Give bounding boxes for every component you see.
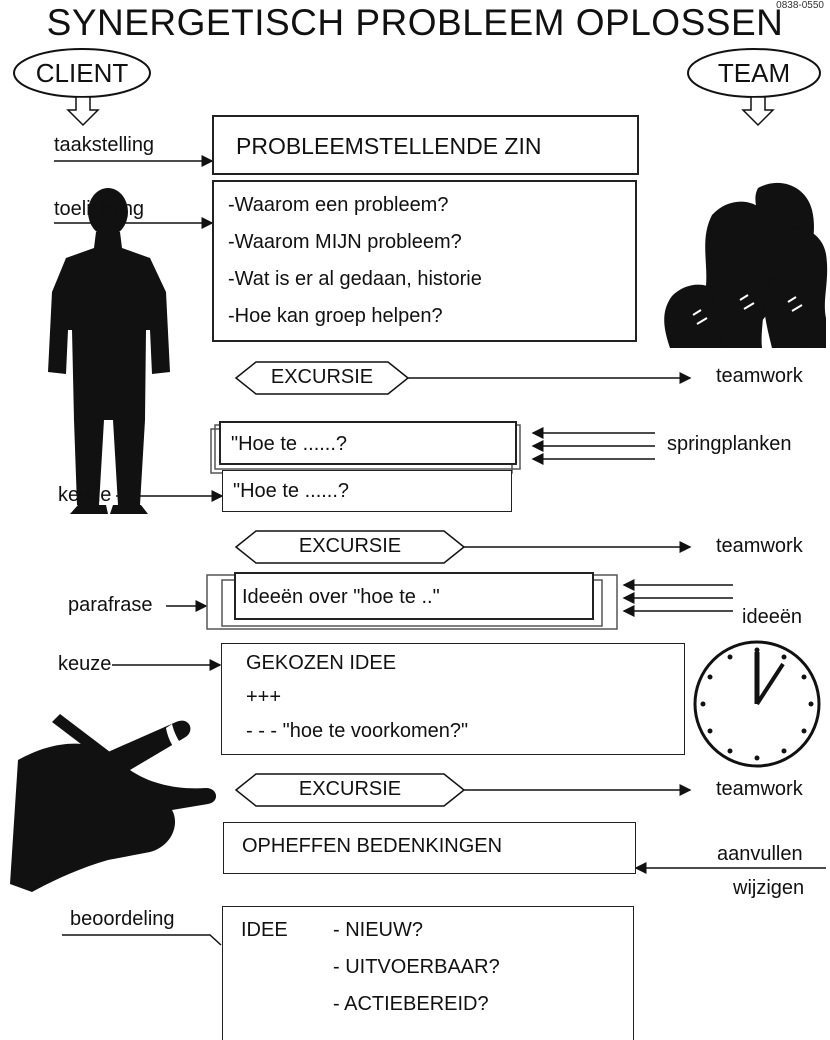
opheffen-text: OPHEFFEN BEDENKINGEN	[242, 835, 503, 857]
clock-icon	[693, 640, 821, 768]
toelichting-line-1: -Waarom een probleem?	[228, 194, 449, 216]
toelichting-line-2: -Waarom MIJN probleem?	[228, 231, 462, 253]
idee-text: IDEE	[241, 919, 288, 941]
gekozen-line-2: +++	[246, 686, 282, 708]
toelichting-line-4: -Hoe kan groep helpen?	[228, 305, 443, 327]
hoe-te-text-2: "Hoe te ......?	[233, 480, 350, 502]
team-down-arrow	[741, 96, 775, 127]
label-keuze-1: keuze	[58, 484, 112, 506]
label-teamwork-3: teamwork	[716, 778, 803, 800]
excursie-label-1: EXCURSIE	[270, 366, 374, 388]
gekozen-line-3: - - - "hoe te voorkomen?"	[246, 720, 469, 742]
writing-hand-icon	[10, 714, 217, 892]
team-silhouette	[664, 182, 828, 348]
toelichting-line-3: -Wat is er al gedaan, historie	[228, 268, 482, 290]
label-parafrase: parafrase	[68, 594, 153, 616]
label-springplanken: springplanken	[667, 433, 792, 455]
diagram-title: SYNERGETISCH PROBLEEM OPLOSSEN	[46, 2, 784, 43]
client-down-arrow	[66, 96, 100, 127]
gekozen-line-1: GEKOZEN IDEE	[246, 652, 397, 674]
hoe-te-box-2: "Hoe te ......?	[222, 470, 512, 512]
probleemstelling-text: PROBLEEMSTELLENDE ZIN	[236, 133, 542, 159]
toelichting-box: -Waarom een probleem? -Waarom MIJN probl…	[212, 180, 637, 342]
hoe-te-box-1: "Hoe te ......?	[219, 421, 517, 465]
ideeen-over-text: Ideeën over "hoe te .."	[242, 586, 440, 608]
excursie-label-3: EXCURSIE	[298, 778, 402, 800]
criterium-nieuw: - NIEUW?	[333, 919, 423, 941]
label-teamwork-2: teamwork	[716, 535, 803, 557]
label-teamwork-1: teamwork	[716, 365, 803, 387]
idee-beoordeling-box: IDEE - NIEUW? - UITVOERBAAR? - ACTIEBERE…	[222, 906, 634, 1040]
client-silhouette	[48, 188, 170, 514]
figure-code: 0838-0550	[776, 0, 824, 11]
criterium-actiebereid: - ACTIEBEREID?	[333, 993, 489, 1015]
label-beoordeling: beoordeling	[70, 908, 175, 930]
excursie-label-2: EXCURSIE	[298, 535, 402, 557]
client-label: CLIENT	[35, 58, 129, 88]
label-taakstelling: taakstelling	[54, 134, 155, 156]
gekozen-idee-box: GEKOZEN IDEE +++ - - - "hoe te voorkomen…	[221, 643, 685, 755]
opheffen-bedenkingen-box: OPHEFFEN BEDENKINGEN	[223, 822, 636, 874]
hoe-te-text-1: "Hoe te ......?	[231, 433, 348, 455]
beoordeling-arrow	[62, 934, 222, 946]
team-label: TEAM	[717, 58, 791, 88]
label-wijzigen: wijzigen	[733, 877, 805, 899]
criterium-uitvoerbaar: - UITVOERBAAR?	[333, 956, 500, 978]
label-keuze-2: keuze	[58, 653, 112, 675]
label-toelichting: toelichting	[54, 198, 145, 220]
probleemstelling-box: PROBLEEMSTELLENDE ZIN	[212, 115, 639, 175]
label-ideeen: ideeën	[742, 606, 803, 628]
label-aanvullen: aanvullen	[717, 843, 803, 865]
ideeen-over-box: Ideeën over "hoe te .."	[234, 572, 594, 620]
